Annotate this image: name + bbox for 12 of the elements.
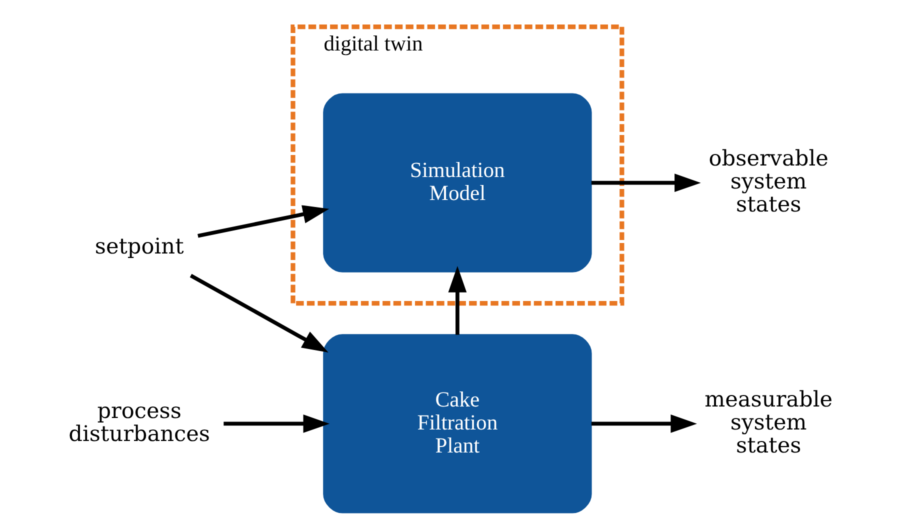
node-text: setpoint	[94, 234, 184, 260]
arrow	[590, 414, 696, 433]
node-text: measurable system states	[704, 387, 832, 459]
arrow	[448, 266, 466, 335]
arrow	[197, 205, 329, 238]
arrow	[189, 274, 328, 352]
arrow	[590, 174, 700, 192]
node-box: Cake Filtration Plant	[322, 334, 592, 514]
arrow	[223, 414, 330, 433]
node-text: process disturbances	[68, 398, 210, 448]
node-box: Simulation Model	[322, 93, 592, 272]
node-text: observable system states	[708, 146, 828, 218]
